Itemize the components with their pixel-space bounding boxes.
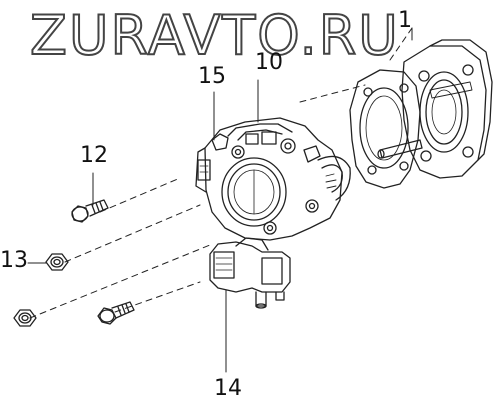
assembly-dashed-lines	[29, 27, 413, 319]
bolt-lower	[97, 301, 135, 325]
sensor-module-14	[209, 237, 291, 309]
callout-part-14: 14	[214, 376, 242, 401]
callout-part-15: 15	[198, 64, 226, 89]
callout-leaders	[27, 27, 413, 373]
watermark: ZURAVTO.RU	[29, 3, 400, 68]
callout-part-13: 13	[0, 248, 28, 273]
callout-part-10: 10	[255, 50, 283, 75]
throttle-body	[195, 117, 351, 241]
bolt-12	[71, 199, 109, 223]
gasket	[349, 69, 421, 189]
nut-13	[45, 253, 69, 271]
nut-lower	[13, 309, 37, 327]
callout-part-12: 12	[80, 143, 108, 168]
intake-flange	[377, 39, 493, 179]
callout-part-1: 1	[398, 8, 412, 33]
